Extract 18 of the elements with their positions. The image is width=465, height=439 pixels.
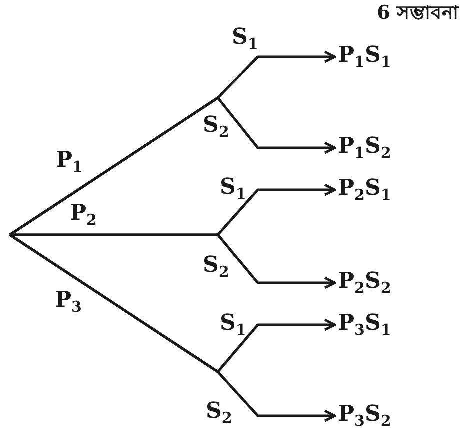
outcome-label: P$_{2}$S$_{1}$ (338, 175, 392, 201)
edge-label: S$_{2}$ (203, 252, 230, 278)
edge-label: S$_{1}$ (220, 310, 246, 336)
branch-label: P$_{3}$ (55, 287, 82, 313)
branch-label: P$_{1}$ (56, 147, 83, 173)
outcome-label: P$_{3}$S$_{2}$ (338, 401, 392, 427)
edge-label: S$_{2}$ (203, 112, 230, 138)
arrow (9, 96, 336, 236)
arrow (9, 234, 336, 422)
outcome-label: P$_{1}$S$_{2}$ (338, 133, 392, 159)
outcome-label: P$_{1}$S$_{1}$ (338, 42, 392, 68)
edge-label: S$_{1}$ (220, 174, 246, 200)
outcome-label: P$_{3}$S$_{1}$ (338, 310, 392, 336)
edge-label: S$_{1}$ (232, 24, 258, 50)
outcome-label: P$_{2}$S$_{2}$ (338, 268, 392, 294)
title: 6 সম্ভাবনা (377, 1, 459, 26)
edge-label: S$_{2}$ (206, 398, 232, 424)
branch-label: P$_{2}$ (70, 200, 97, 226)
